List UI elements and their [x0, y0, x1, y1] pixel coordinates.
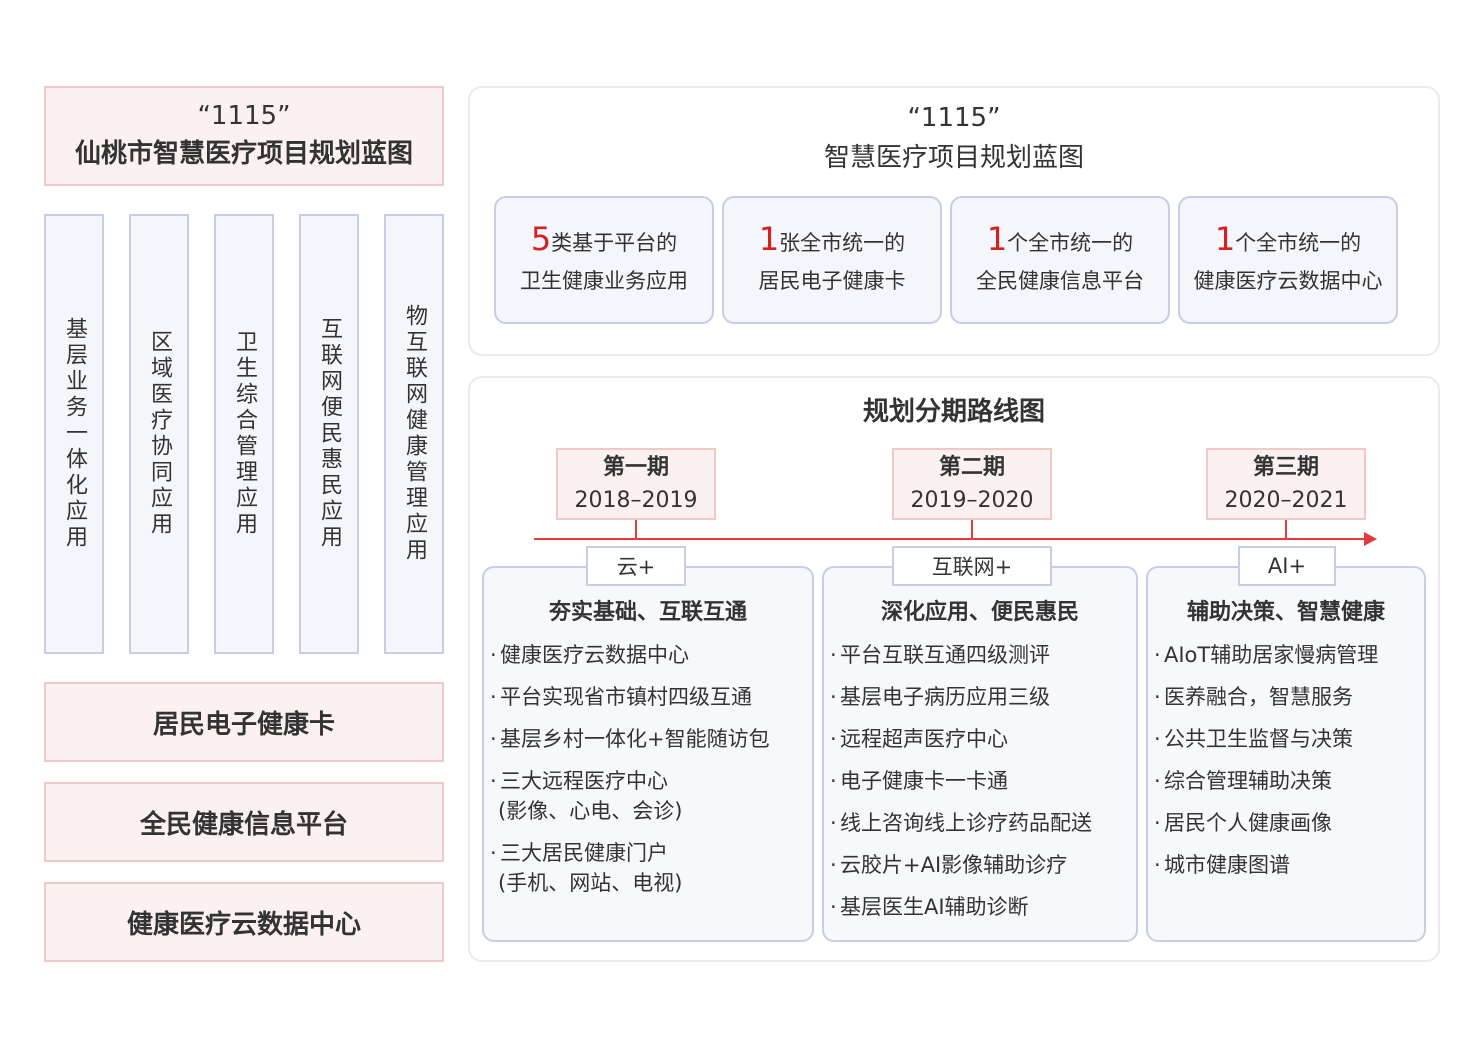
app-column-1: 基层业务一体化应用 — [44, 214, 104, 654]
list-item: ·居民个人健康画像 — [1154, 811, 1332, 835]
card-line2: 全民健康信息平台 — [976, 269, 1144, 293]
phase-name: 第二期 — [938, 455, 1005, 480]
list-item: ·健康医疗云数据中心 — [490, 643, 689, 667]
left-title-line2: 仙桃市智慧医疗项目规划蓝图 — [74, 139, 413, 169]
card-number: 1 — [986, 220, 1008, 258]
list-item: ·电子健康卡一卡通 — [830, 769, 1008, 793]
blueprint-card-3: 1个全市统一的 全民健康信息平台 — [950, 196, 1170, 324]
phase-box-3: 第三期 2020–2021 — [1206, 448, 1366, 520]
timeline-tick — [635, 520, 637, 539]
phase-years: 2019–2020 — [910, 488, 1034, 513]
stage-heading: 深化应用、便民惠民 — [880, 600, 1079, 625]
phase-years: 2020–2021 — [1224, 488, 1348, 513]
timeline-arrow-head-icon — [1364, 532, 1377, 546]
app-column-label: 基层业务一体化应用 — [62, 317, 87, 551]
phase-years: 2018–2019 — [574, 488, 698, 513]
stage-list: ·平台互联互通四级测评 ·基层电子病历应用三级 ·远程超声医疗中心 ·电子健康卡… — [830, 640, 1092, 934]
timeline-line — [534, 538, 1366, 540]
left-title-box: “1115” 仙桃市智慧医疗项目规划蓝图 — [44, 86, 444, 186]
app-column-4: 互联网便民惠民应用 — [299, 214, 359, 654]
stage-card-3: 辅助决策、智慧健康 ·AIoT辅助居家慢病管理 ·医养融合，智慧服务 ·公共卫生… — [1146, 566, 1426, 942]
app-column-label: 卫生综合管理应用 — [232, 330, 257, 538]
card-number: 1 — [758, 220, 780, 258]
card-line1: 个全市统一的 — [1235, 231, 1362, 255]
card-line2: 居民电子健康卡 — [758, 269, 906, 293]
list-item: ·公共卫生监督与决策 — [1154, 727, 1353, 751]
timeline-tick — [971, 520, 973, 539]
list-item: ·基层乡村一体化+智能随访包 — [490, 727, 770, 751]
card-line1: 类基于平台的 — [551, 231, 678, 255]
stage-tag-3: AI+ — [1238, 546, 1336, 586]
card-line1: 个全市统一的 — [1007, 231, 1134, 255]
cloud-datacenter-bar: 健康医疗云数据中心 — [44, 882, 444, 962]
stage-list: ·AIoT辅助居家慢病管理 ·医养融合，智慧服务 ·公共卫生监督与决策 ·综合管… — [1154, 640, 1378, 892]
blueprint-card-4: 1个全市统一的 健康医疗云数据中心 — [1178, 196, 1398, 324]
stage-card-2: 深化应用、便民惠民 ·平台互联互通四级测评 ·基层电子病历应用三级 ·远程超声医… — [822, 566, 1138, 942]
stage-heading: 辅助决策、智慧健康 — [1186, 600, 1385, 625]
card-number: 1 — [1214, 220, 1236, 258]
phase-box-2: 第二期 2019–2020 — [892, 448, 1052, 520]
health-card-bar: 居民电子健康卡 — [44, 682, 444, 762]
list-item: ·基层电子病历应用三级 — [830, 685, 1050, 709]
list-item: ·AIoT辅助居家慢病管理 — [1154, 643, 1379, 667]
list-item: ·线上咨询线上诊疗药品配送 — [830, 811, 1092, 835]
stage-tag-1: 云+ — [586, 546, 686, 586]
list-item: ·三大居民健康门户(手机、网站、电视) — [490, 841, 683, 895]
app-column-label: 物互联网健康管理应用 — [402, 304, 427, 564]
stage-card-1: 夯实基础、互联互通 ·健康医疗云数据中心 ·平台实现省市镇村四级互通 ·基层乡村… — [482, 566, 814, 942]
stage-list: ·健康医疗云数据中心 ·平台实现省市镇村四级互通 ·基层乡村一体化+智能随访包 … — [490, 640, 770, 910]
list-item: ·医养融合，智慧服务 — [1154, 685, 1353, 709]
app-column-label: 区域医疗协同应用 — [147, 330, 172, 538]
stage-tag-2: 互联网+ — [892, 546, 1052, 586]
app-column-5: 物互联网健康管理应用 — [384, 214, 444, 654]
blueprint-title-line1: “1115” — [907, 103, 1001, 133]
list-item: ·远程超声医疗中心 — [830, 727, 1008, 751]
left-title-line1: “1115” — [197, 101, 291, 131]
stage-heading: 夯实基础、互联互通 — [548, 600, 747, 625]
roadmap-title: 规划分期路线图 — [862, 397, 1045, 427]
card-line2: 健康医疗云数据中心 — [1193, 269, 1383, 293]
list-item: ·基层医生AI辅助诊断 — [830, 895, 1029, 919]
phase-name: 第一期 — [602, 455, 669, 480]
app-column-3: 卫生综合管理应用 — [214, 214, 274, 654]
list-item: ·平台互联互通四级测评 — [830, 643, 1050, 667]
app-column-label: 互联网便民惠民应用 — [317, 317, 342, 551]
list-item: ·平台实现省市镇村四级互通 — [490, 685, 752, 709]
blueprint-card-2: 1张全市统一的 居民电子健康卡 — [722, 196, 942, 324]
card-number: 5 — [530, 220, 552, 258]
list-item: ·城市健康图谱 — [1154, 853, 1290, 877]
list-item: ·三大远程医疗中心(影像、心电、会诊) — [490, 769, 683, 823]
blueprint-title-line2: 智慧医疗项目规划蓝图 — [823, 143, 1084, 173]
timeline-tick — [1285, 520, 1287, 539]
phase-box-1: 第一期 2018–2019 — [556, 448, 716, 520]
list-item: ·云胶片+AI影像辅助诊疗 — [830, 853, 1068, 877]
blueprint-card-1: 5类基于平台的 卫生健康业务应用 — [494, 196, 714, 324]
card-line1: 张全市统一的 — [779, 231, 906, 255]
phase-name: 第三期 — [1252, 455, 1319, 480]
app-column-2: 区域医疗协同应用 — [129, 214, 189, 654]
info-platform-bar: 全民健康信息平台 — [44, 782, 444, 862]
list-item: ·综合管理辅助决策 — [1154, 769, 1332, 793]
card-line2: 卫生健康业务应用 — [520, 269, 688, 293]
